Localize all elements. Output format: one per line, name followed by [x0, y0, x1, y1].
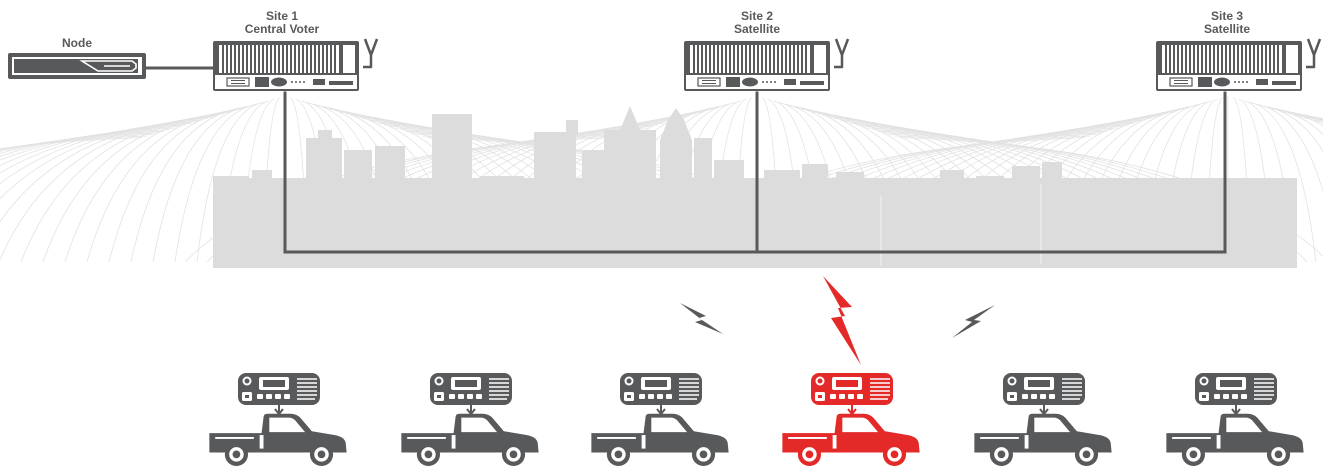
pickup-truck-icon [974, 414, 1111, 466]
site3-label: Site 3 Satellite [1167, 10, 1287, 36]
mobile-radio-icon [238, 373, 320, 405]
signal-bolt-strong [823, 276, 861, 365]
coverage-line [1300, 117, 1323, 262]
coverage-line [0, 130, 170, 262]
mobile-radio-icon [1003, 373, 1085, 405]
arrow-down-icon [848, 405, 856, 414]
mobile-radio-icon [1195, 373, 1277, 405]
vehicle-6 [1166, 373, 1303, 466]
arrow-down-icon [1232, 405, 1240, 414]
mobile-radio-icon [811, 373, 893, 405]
node-label-text: Node [47, 37, 107, 50]
coverage-line [0, 133, 159, 262]
coverage-line [0, 131, 164, 262]
coverage-line [0, 134, 153, 262]
pickup-truck-icon [209, 414, 346, 466]
arrow-down-icon [467, 405, 475, 414]
coverage-line [1294, 115, 1323, 262]
arrow-down-icon [275, 405, 283, 414]
pickup-truck-icon [1166, 414, 1303, 466]
coverage-line [0, 123, 192, 262]
vehicle-5 [974, 373, 1111, 466]
site3-label-line2: Satellite [1167, 23, 1287, 36]
vehicle-2 [401, 373, 538, 466]
site1-label-line2: Central Voter [222, 23, 342, 36]
pickup-truck-icon [591, 414, 728, 466]
signal-bolt-weak-right [952, 305, 995, 338]
coverage-line [43, 114, 225, 262]
vehicle-fleet [209, 373, 1303, 466]
node-label: Node [47, 37, 107, 50]
vehicle-1 [209, 373, 346, 466]
mobile-radio-icon [620, 373, 702, 405]
site2-repeater [684, 41, 830, 91]
signal-bolt-weak-left [680, 303, 723, 334]
arrow-down-icon [1040, 405, 1048, 414]
arrow-down-icon [657, 405, 665, 414]
node-device [8, 53, 146, 79]
site2-label-line2: Satellite [697, 23, 817, 36]
site1-label: Site 1 Central Voter [222, 10, 342, 36]
site2-label: Site 2 Satellite [697, 10, 817, 36]
site1-antenna-icon [363, 39, 377, 67]
site2-antenna-icon [834, 39, 848, 67]
vehicle-4 [782, 373, 919, 466]
site1-repeater [213, 41, 359, 91]
pickup-truck-icon [401, 414, 538, 466]
coverage-line [1305, 118, 1323, 262]
vehicle-3 [591, 373, 728, 466]
mobile-radio-icon [430, 373, 512, 405]
site3-repeater [1156, 41, 1302, 91]
pickup-truck-icon [782, 414, 919, 466]
site3-antenna-icon [1306, 39, 1320, 67]
coverage-line [0, 118, 208, 262]
